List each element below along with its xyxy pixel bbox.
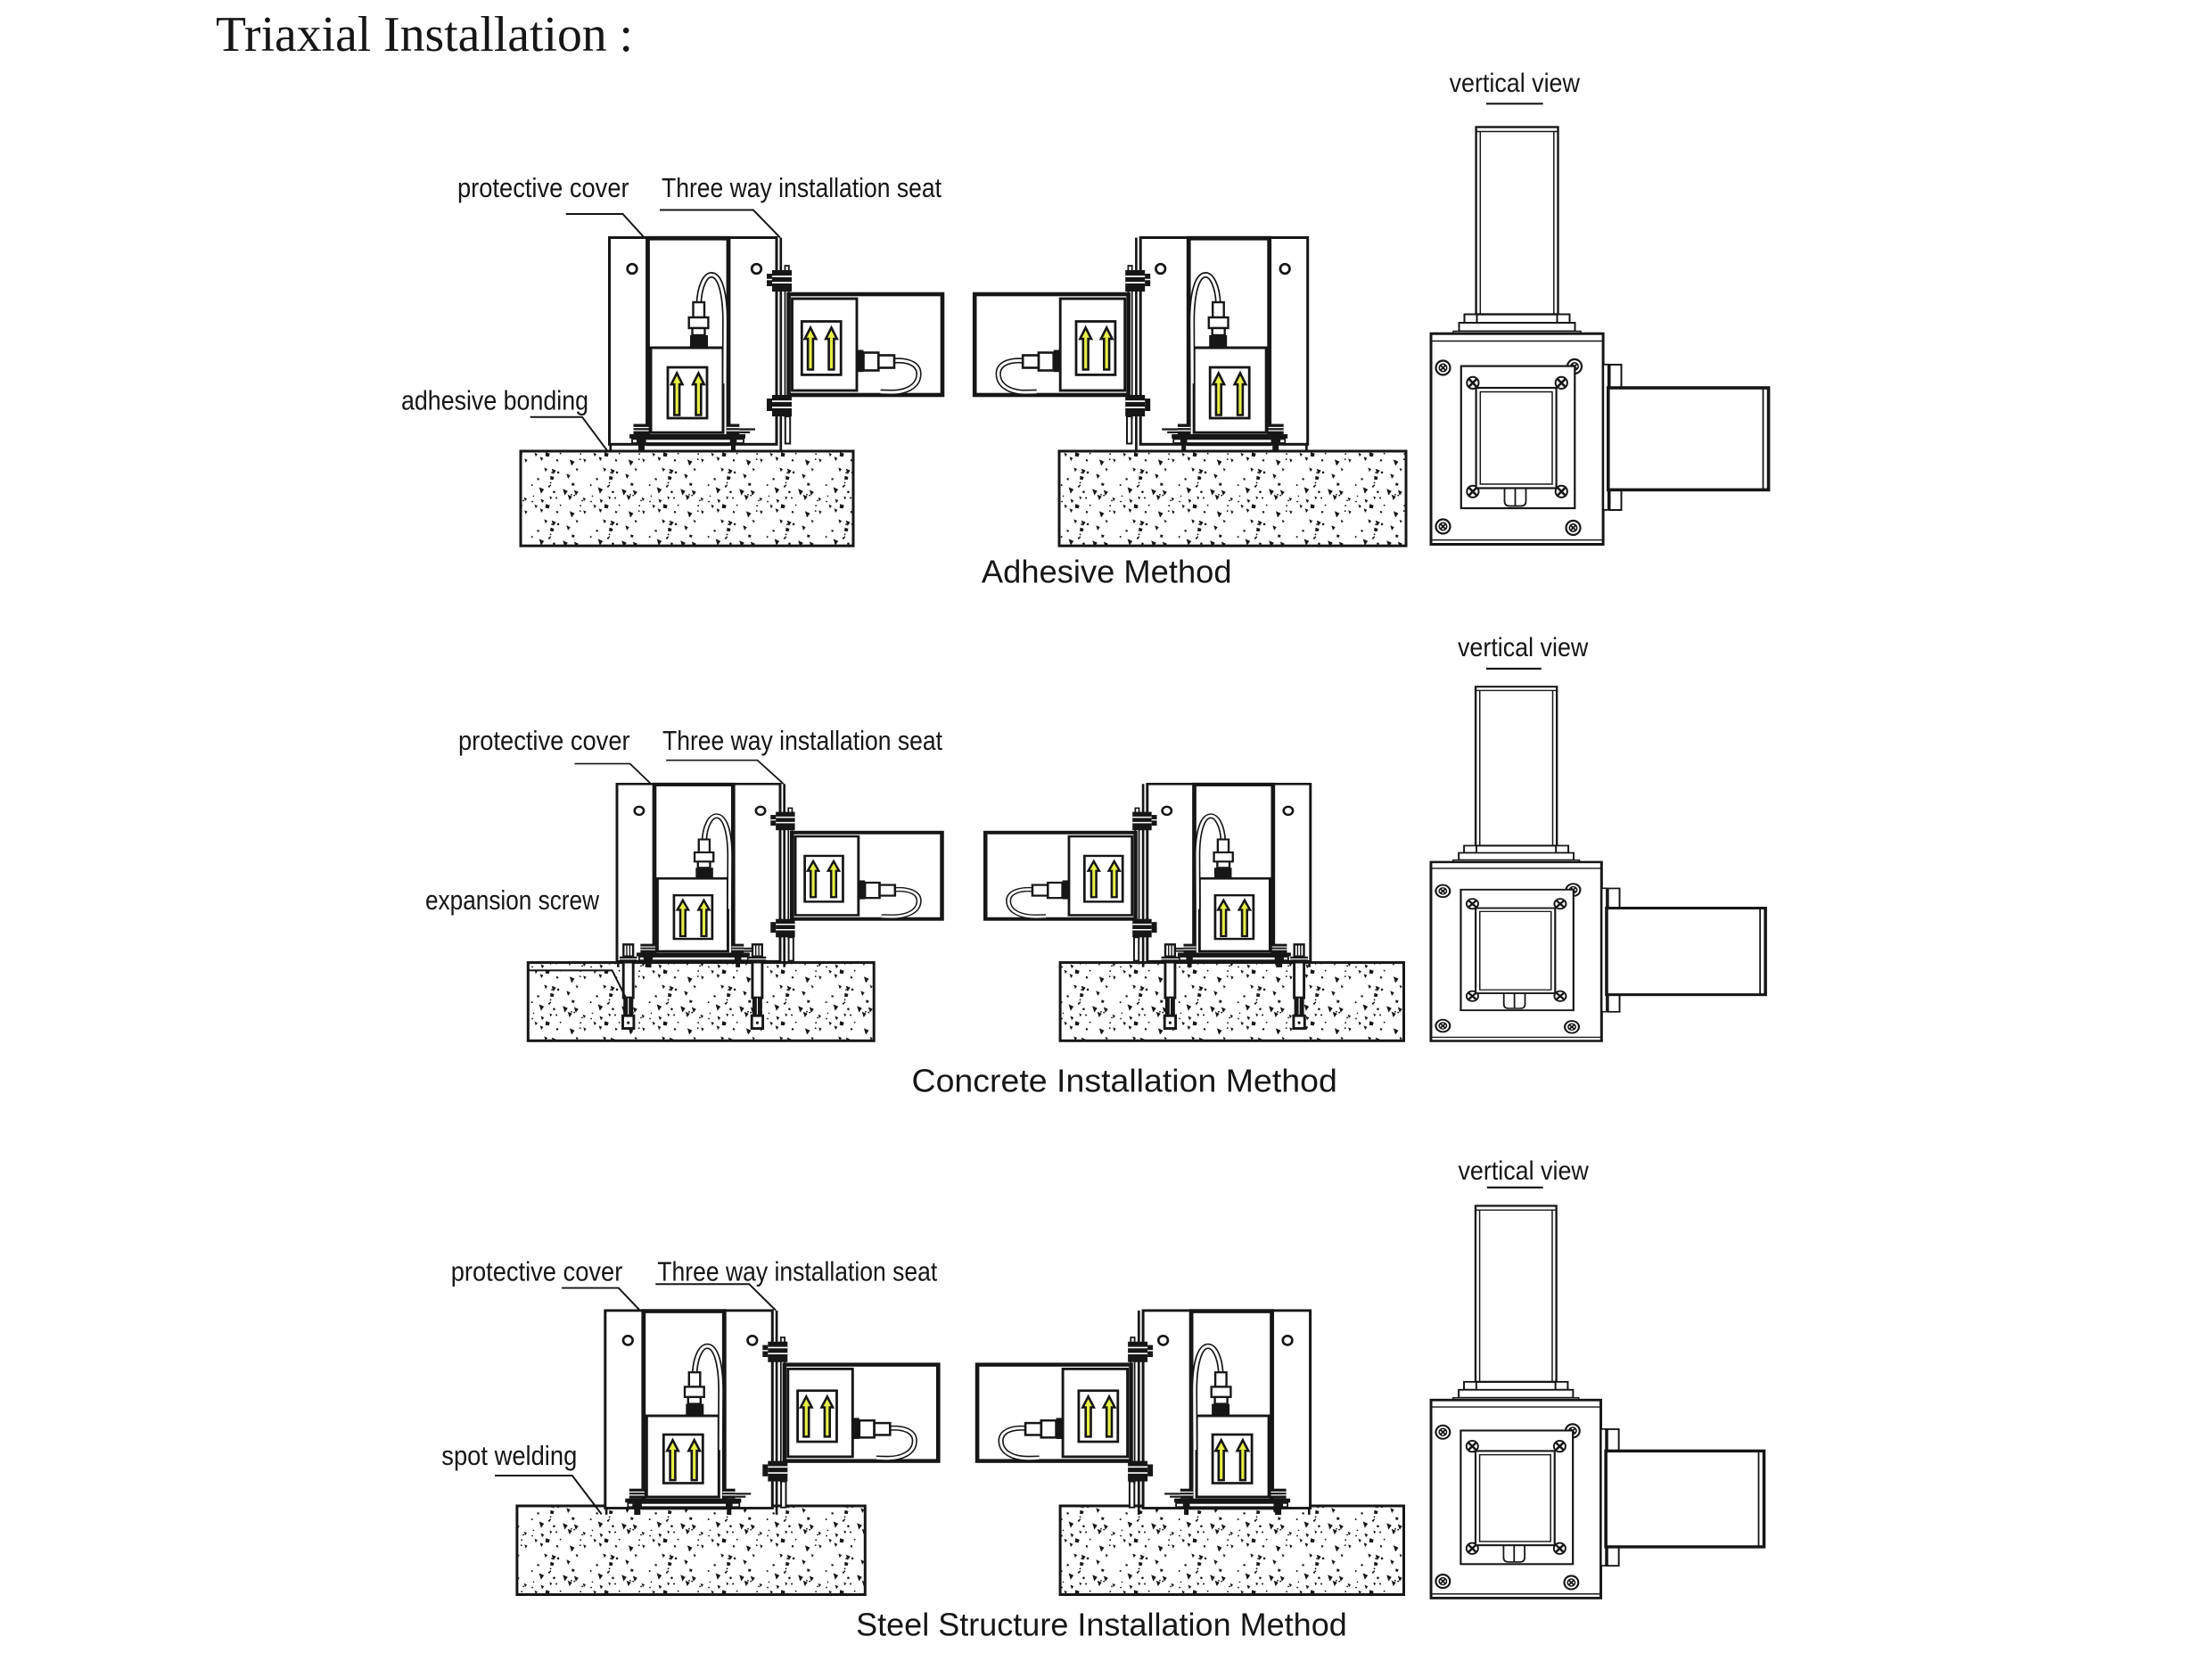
svg-text:Adhesive Method: Adhesive Method xyxy=(982,554,1232,590)
svg-text:protective cover: protective cover xyxy=(451,1255,623,1287)
svg-text:vertical view: vertical view xyxy=(1458,633,1589,662)
svg-text:Three way installation seat: Three way installation seat xyxy=(662,725,942,756)
svg-text:vertical view: vertical view xyxy=(1459,1156,1590,1186)
svg-text:protective cover: protective cover xyxy=(458,725,630,756)
svg-text:Three way installation seat: Three way installation seat xyxy=(657,1255,937,1287)
svg-text:spot welding: spot welding xyxy=(441,1440,577,1471)
svg-text:expansion screw: expansion screw xyxy=(425,884,600,916)
svg-text:protective cover: protective cover xyxy=(457,172,629,203)
svg-text:Concrete Installation Method: Concrete Installation Method xyxy=(912,1063,1337,1099)
svg-text:vertical view: vertical view xyxy=(1450,69,1581,98)
svg-text:Steel Structure Installation M: Steel Structure Installation Method xyxy=(856,1606,1347,1642)
svg-text:Three way installation seat: Three way installation seat xyxy=(662,172,942,203)
svg-text:adhesive bonding: adhesive bonding xyxy=(401,384,588,415)
svg-text:Triaxial Installation :: Triaxial Installation : xyxy=(216,7,633,62)
